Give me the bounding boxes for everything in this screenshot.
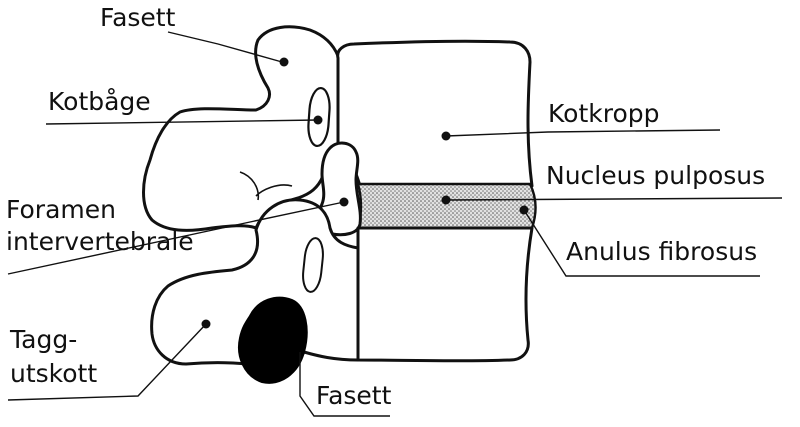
label-foramen: Foramen — [6, 195, 116, 224]
intervertebral-disc — [356, 182, 537, 230]
dot-anulus — [519, 205, 529, 215]
leader-fasett-bottom — [299, 352, 390, 417]
label-kotkropp: Kotkropp — [548, 99, 660, 128]
leader-foramen — [7, 201, 345, 275]
pedicle-oval — [307, 86, 331, 148]
label-fasett-top: Fasett — [100, 3, 176, 32]
label-fasett-bottom: Fasett — [316, 381, 392, 410]
dot-kotkropp — [441, 131, 451, 141]
articular-process — [317, 141, 362, 237]
leader-tagg — [7, 323, 207, 401]
upper-spinous-contour — [239, 171, 260, 201]
label-anulus-fibrosus: Anulus fibrosus — [566, 237, 757, 266]
dot-foramen — [339, 197, 349, 207]
lower-vertebral-body — [356, 226, 534, 363]
leader-anulus — [523, 209, 760, 277]
lower-arch-contour — [255, 184, 293, 197]
leader-kotkropp — [445, 129, 721, 137]
lower-facet-black — [238, 296, 308, 384]
dot-nucleus — [441, 195, 451, 205]
label-nucleus-pulposus: Nucleus pulposus — [546, 161, 765, 190]
label-utskott: utskott — [10, 359, 97, 388]
upper-vertebral-body — [336, 39, 534, 188]
label-kotbage: Kotbåge — [48, 87, 151, 116]
lower-pedicle-oval — [302, 237, 324, 293]
leader-nucleus — [445, 197, 783, 201]
dot-fasett-top — [279, 57, 289, 67]
dot-kotbage — [313, 115, 323, 125]
label-tagg: Tagg- — [9, 325, 77, 354]
label-intervertebrale: intervertebrale — [6, 227, 194, 256]
leader-fasett-top — [167, 31, 283, 63]
dot-tagg — [201, 319, 211, 329]
leader-kotbage — [45, 119, 319, 125]
